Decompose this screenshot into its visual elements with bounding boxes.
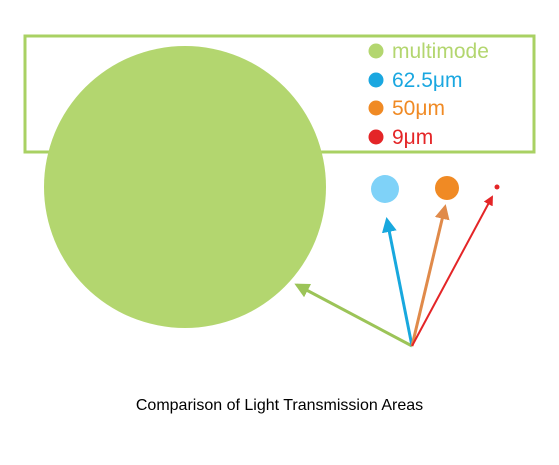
legend-item-multimode: multimode — [368, 40, 489, 63]
arrow-to-62-5 — [381, 217, 414, 347]
legend-swatch-9 — [368, 129, 384, 145]
multimode-core-circle — [44, 46, 326, 328]
arrow-to-multimode — [294, 283, 413, 348]
arrows — [294, 195, 493, 348]
core-50-circle — [435, 176, 459, 200]
legend-swatch-50 — [368, 100, 384, 116]
legend-swatch-multimode — [368, 43, 384, 59]
core-9-circle — [494, 184, 500, 190]
diagram-caption: Comparison of Light Transmission Areas — [135, 397, 424, 414]
arrow-to-50 — [410, 204, 450, 347]
legend: multimode 62.5μm 50μm 9μm — [368, 40, 489, 149]
arrow-to-9 — [411, 195, 493, 347]
legend-label-9: 9μm — [392, 126, 433, 149]
legend-label-50: 50μm — [392, 97, 445, 120]
legend-swatch-62-5 — [368, 72, 384, 88]
legend-item-9: 9μm — [368, 126, 433, 149]
legend-label-62-5: 62.5μm — [392, 69, 462, 92]
legend-item-62-5: 62.5μm — [368, 69, 462, 92]
legend-label-multimode: multimode — [392, 40, 489, 63]
legend-item-50: 50μm — [368, 97, 445, 120]
core-62-5-circle — [371, 175, 399, 203]
